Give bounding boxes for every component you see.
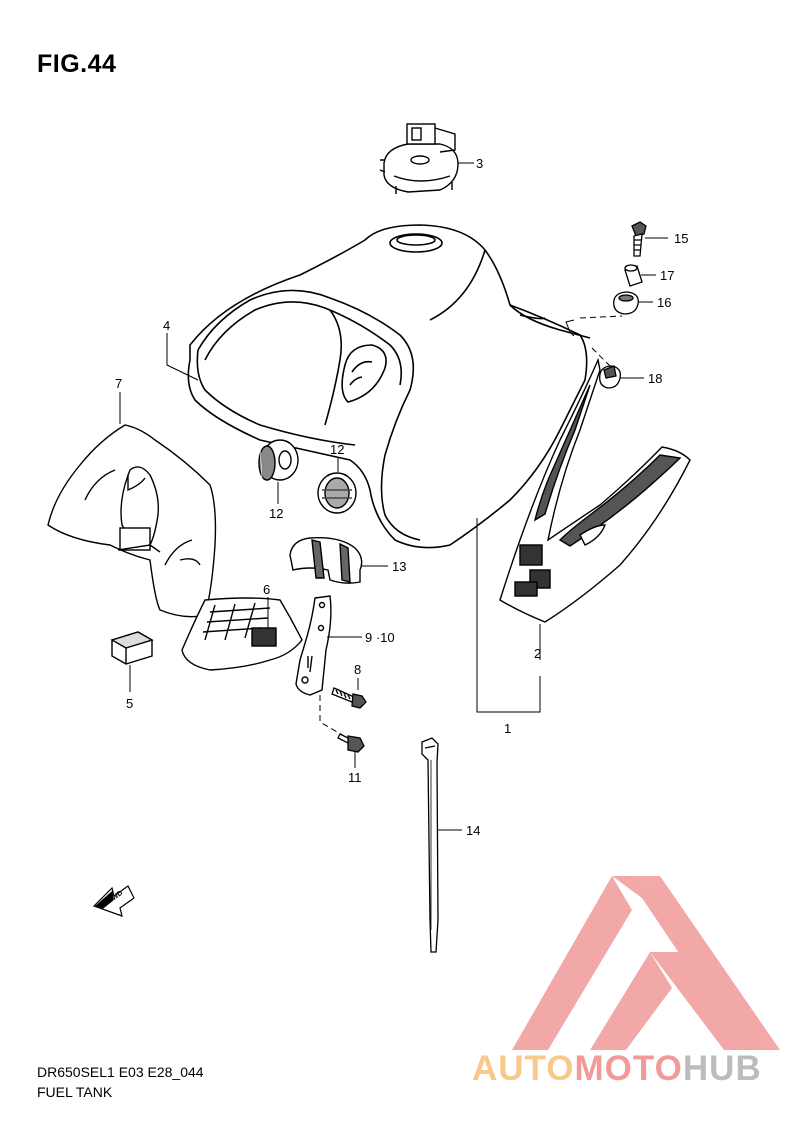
callout-13: 13 [392, 559, 406, 574]
grommet [258, 439, 299, 481]
figure-title: FIG.44 [37, 50, 117, 78]
callout-12-lower: 12 [269, 506, 283, 521]
section-name: FUEL TANK [37, 1084, 113, 1100]
callout-9-10: 9 ·10 [365, 630, 395, 645]
callout-6: 6 [263, 582, 270, 597]
model-code: DR650SEL1 E03 E28_044 [37, 1064, 204, 1080]
callout-7: 7 [115, 376, 122, 391]
forward-arrow-icon: FWD [92, 885, 135, 917]
alignment-lines [319, 315, 623, 737]
watermark-auto: AUTO [472, 1049, 575, 1088]
grommet [317, 472, 357, 514]
fuel-cap [379, 123, 459, 194]
leader-1 [476, 518, 541, 713]
rubber-cushion [599, 365, 621, 389]
bolt [331, 687, 367, 709]
callout-1: 1 [504, 721, 511, 736]
callout-2: 2 [534, 646, 541, 661]
mounting-bracket [295, 595, 332, 696]
callout-11: 11 [348, 770, 362, 785]
side-cover [47, 424, 217, 618]
watermark-moto: MOTO [574, 1049, 683, 1088]
callout-17: 17 [660, 268, 674, 283]
side-decal [499, 357, 691, 623]
cable-tie [421, 737, 439, 953]
callout-3: 3 [476, 156, 483, 171]
callout-8: 8 [354, 662, 361, 677]
rubber-cushion [110, 631, 154, 665]
fuel-tank [187, 224, 591, 549]
leader-lines [119, 162, 668, 831]
callout-labels: 3 4 7 15 17 16 18 12 12 13 6 9 ·10 2 8 5… [115, 156, 688, 838]
heat-shield-plate [181, 597, 303, 671]
rubber-cushion [613, 291, 639, 315]
callout-14: 14 [466, 823, 480, 838]
tank-cushion [289, 537, 363, 584]
callout-5: 5 [126, 696, 133, 711]
watermark-text: AUTOMOTOHUB [472, 1049, 762, 1089]
bolt [631, 221, 647, 257]
callout-12-upper: 12 [330, 442, 344, 457]
callout-18: 18 [648, 371, 662, 386]
watermark-logo [512, 876, 780, 1050]
bolt [337, 733, 365, 753]
collar [624, 264, 643, 287]
leader-4 [166, 333, 199, 381]
callout-15: 15 [674, 231, 688, 246]
callout-16: 16 [657, 295, 671, 310]
watermark-hub: HUB [682, 1049, 762, 1088]
callout-4: 4 [163, 318, 170, 333]
